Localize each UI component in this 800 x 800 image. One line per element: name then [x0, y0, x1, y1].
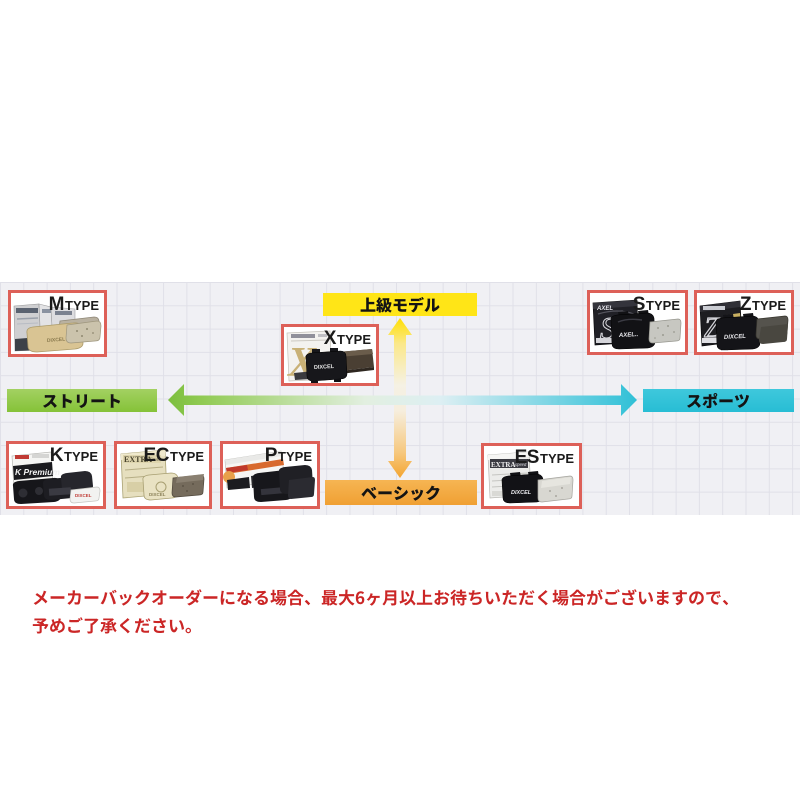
svg-text:speed: speed: [515, 463, 527, 468]
svg-text:DIXCEL: DIXCEL: [314, 364, 335, 371]
svg-text:DIXCEL: DIXCEL: [47, 337, 66, 344]
svg-text:Cruise: Cruise: [149, 458, 163, 463]
svg-text:DIXCEL: DIXCEL: [75, 493, 92, 498]
svg-text:AXEL..: AXEL..: [618, 332, 639, 339]
svg-text:EXTRA: EXTRA: [124, 455, 152, 464]
svg-text:AXEL___: AXEL___: [596, 306, 624, 312]
svg-text:K Premium: K Premium: [15, 467, 60, 477]
svg-text:EXTRA: EXTRA: [491, 461, 516, 469]
svg-text:DIXCEL: DIXCEL: [724, 334, 747, 341]
svg-text:DIXCEL: DIXCEL: [511, 490, 532, 496]
svg-text:DIXCEL: DIXCEL: [149, 492, 166, 497]
